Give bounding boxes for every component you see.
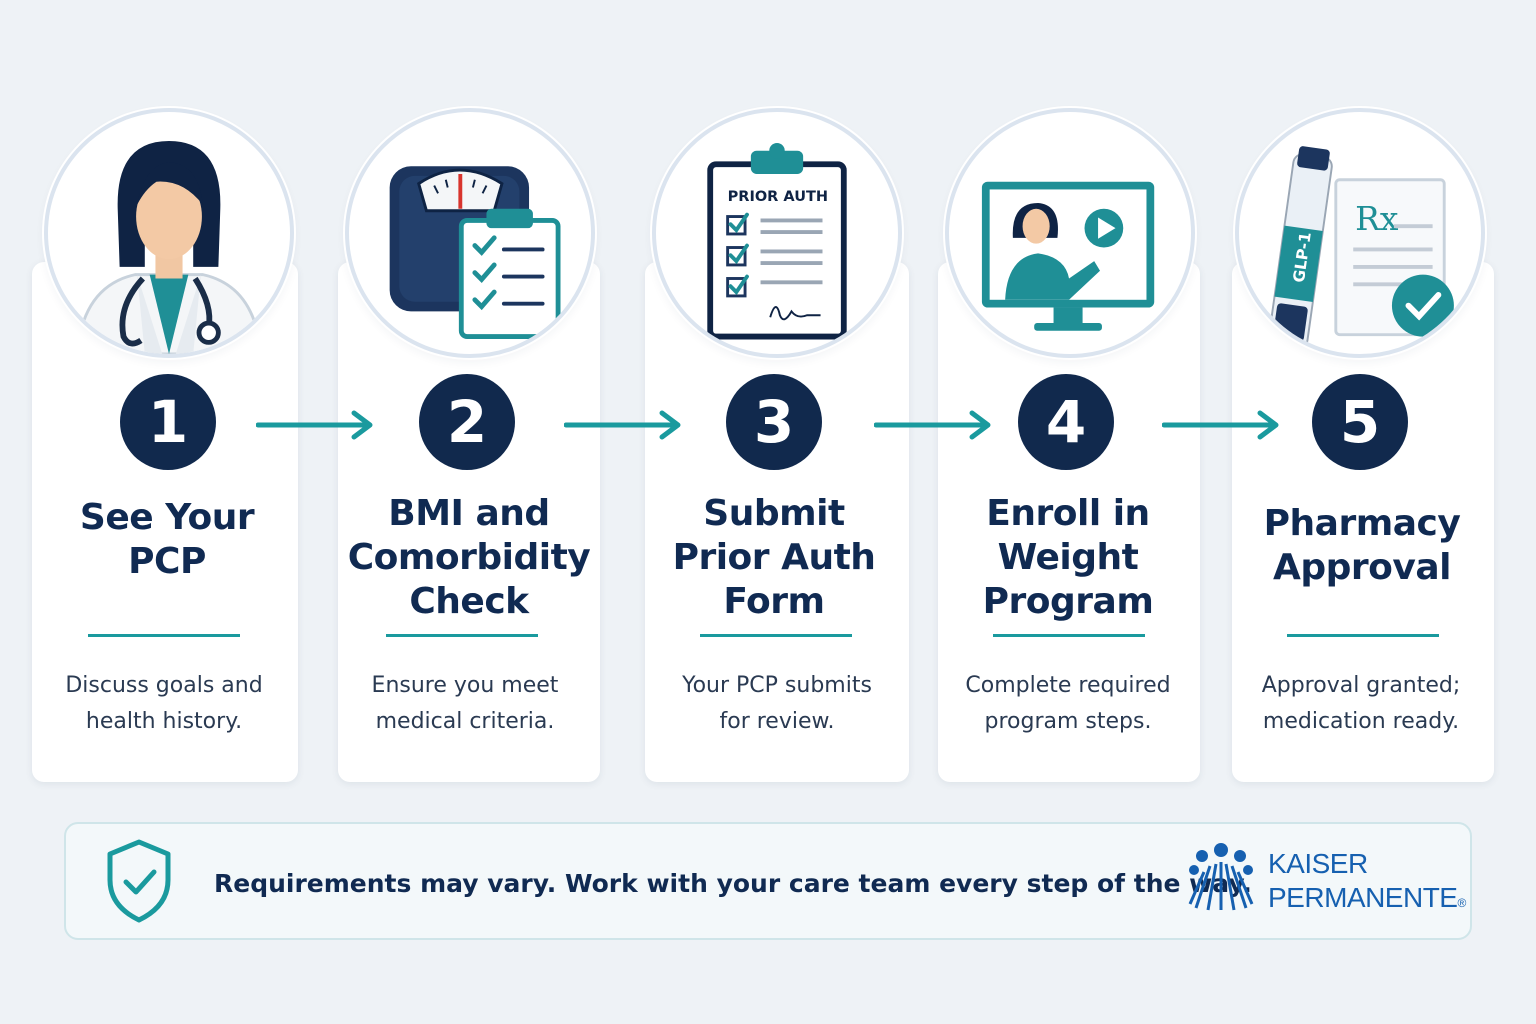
step-number-1: 1 xyxy=(120,374,216,470)
step-number-4: 4 xyxy=(1018,374,1114,470)
step-description-5: Approval granted; medication ready. xyxy=(1261,673,1461,734)
arrow-right-icon xyxy=(564,410,681,440)
step-description-3: Your PCP submits for review. xyxy=(682,673,872,734)
step-number-3: 3 xyxy=(726,374,822,470)
step-description-2: Ensure you meet medical criteria. xyxy=(371,673,559,734)
step-description-1: Discuss goals and health history. xyxy=(65,673,263,734)
registered-mark: ® xyxy=(1457,896,1466,910)
kaiser-permanente-logo-icon xyxy=(1188,843,1254,911)
step-number-5: 5 xyxy=(1312,374,1408,470)
shield-check-icon xyxy=(107,839,171,923)
rx-label: Rx xyxy=(1355,199,1399,238)
scale-checklist-icon xyxy=(389,166,561,339)
step-divider xyxy=(1287,634,1439,637)
logo-line-2-text: PERMANENTE xyxy=(1268,882,1458,913)
footer-message: Requirements may vary. Work with your ca… xyxy=(214,869,1252,898)
arrow-right-icon xyxy=(1162,410,1279,440)
step-illustration-3: PRIOR AUTH xyxy=(652,108,902,358)
step-divider xyxy=(88,634,240,637)
step-illustration-1 xyxy=(44,108,294,358)
logo-line-2: PERMANENTE® xyxy=(1268,882,1466,919)
step-divider xyxy=(700,634,852,637)
logo-line-1: KAISER xyxy=(1268,848,1368,879)
clipboard-label: PRIOR AUTH xyxy=(728,189,828,205)
prior-auth-clipboard-icon: PRIOR AUTH xyxy=(707,142,847,340)
step-divider xyxy=(993,634,1145,637)
arrow-right-icon xyxy=(256,410,373,440)
step-illustration-2 xyxy=(345,108,595,358)
step-title-5: Pharmacy Approval xyxy=(1263,503,1461,588)
step-title-2: BMI and Comorbidity Check xyxy=(347,493,591,622)
step-illustration-5: Rx GLP-1 xyxy=(1235,108,1485,358)
medication-pen-icon: Rx GLP-1 xyxy=(1268,146,1454,350)
doctor-icon xyxy=(75,141,263,354)
step-illustration-4 xyxy=(945,108,1195,358)
step-title-3: Submit Prior Auth Form xyxy=(672,493,876,622)
step-description-4: Complete required program steps. xyxy=(965,673,1171,734)
video-program-icon xyxy=(981,181,1155,331)
step-title-1: See Your PCP xyxy=(79,497,255,582)
step-title-4: Enroll in Weight Program xyxy=(982,493,1154,622)
step-divider xyxy=(386,634,538,637)
step-number-2: 2 xyxy=(419,374,515,470)
arrow-right-icon xyxy=(874,410,991,440)
